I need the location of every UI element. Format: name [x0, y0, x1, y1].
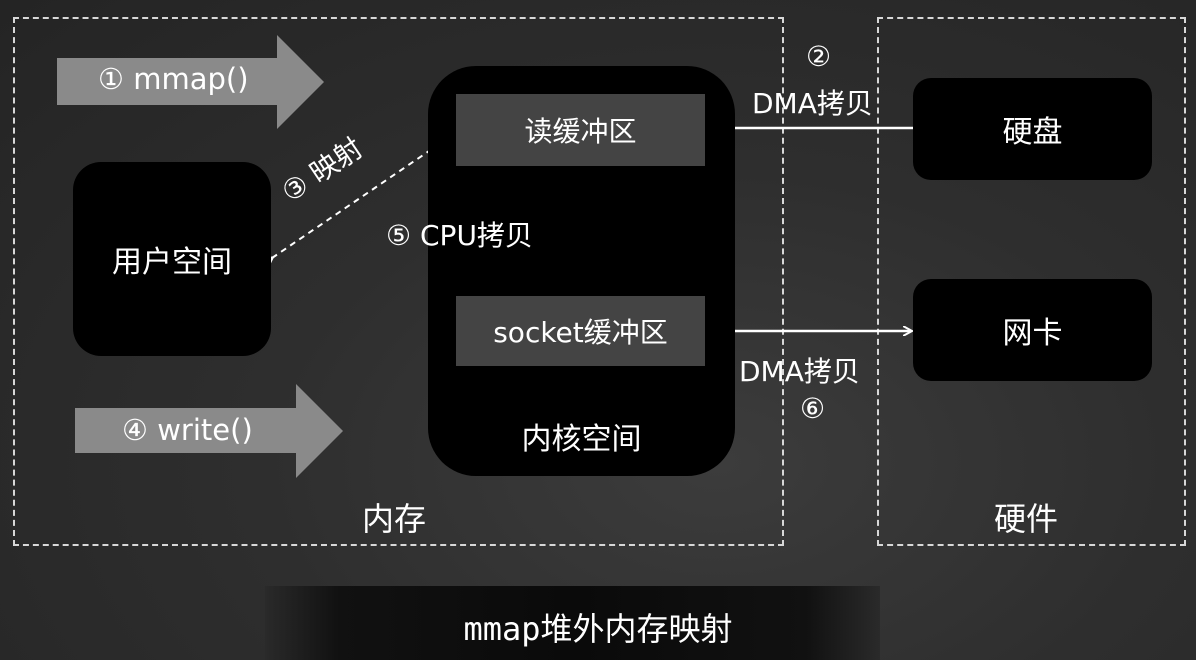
step6-number: ⑥ — [800, 392, 826, 425]
footer-title: mmap堆外内存映射 — [463, 610, 733, 648]
mapping-arrow — [272, 134, 454, 258]
user-space-label: 用户空间 — [112, 245, 232, 280]
read-buffer: 读缓冲区 — [456, 94, 705, 166]
step4-write-label: ④ write() — [122, 413, 253, 447]
hardware-region — [877, 17, 1186, 546]
read-buffer-label: 读缓冲区 — [524, 115, 637, 148]
memory-region-label: 内存 — [362, 500, 427, 538]
nic-label: 网卡 — [1002, 316, 1063, 351]
socket-buffer: socket缓冲区 — [456, 296, 705, 366]
nic-block: 网卡 — [913, 279, 1152, 381]
step6-dma-copy-label: DMA拷贝 — [739, 355, 860, 388]
memory-region — [13, 17, 784, 546]
disk-block: 硬盘 — [913, 78, 1152, 180]
disk-label: 硬盘 — [1002, 115, 1063, 150]
step2-dma-copy-label: DMA拷贝 — [752, 87, 873, 120]
step5-cpu-copy-label: ⑤ CPU拷贝 — [386, 219, 533, 252]
user-space-block: 用户空间 — [73, 162, 271, 356]
write-block-arrow — [75, 384, 343, 478]
socket-buffer-label: socket缓冲区 — [493, 316, 668, 349]
step1-mmap-label: ① mmap() — [98, 62, 249, 96]
step2-number: ② — [806, 40, 832, 73]
footer-bar — [265, 586, 880, 660]
mmap-block-arrow — [57, 35, 324, 129]
kernel-space-label: 内核空间 — [521, 422, 642, 457]
hardware-region-label: 硬件 — [994, 500, 1059, 538]
